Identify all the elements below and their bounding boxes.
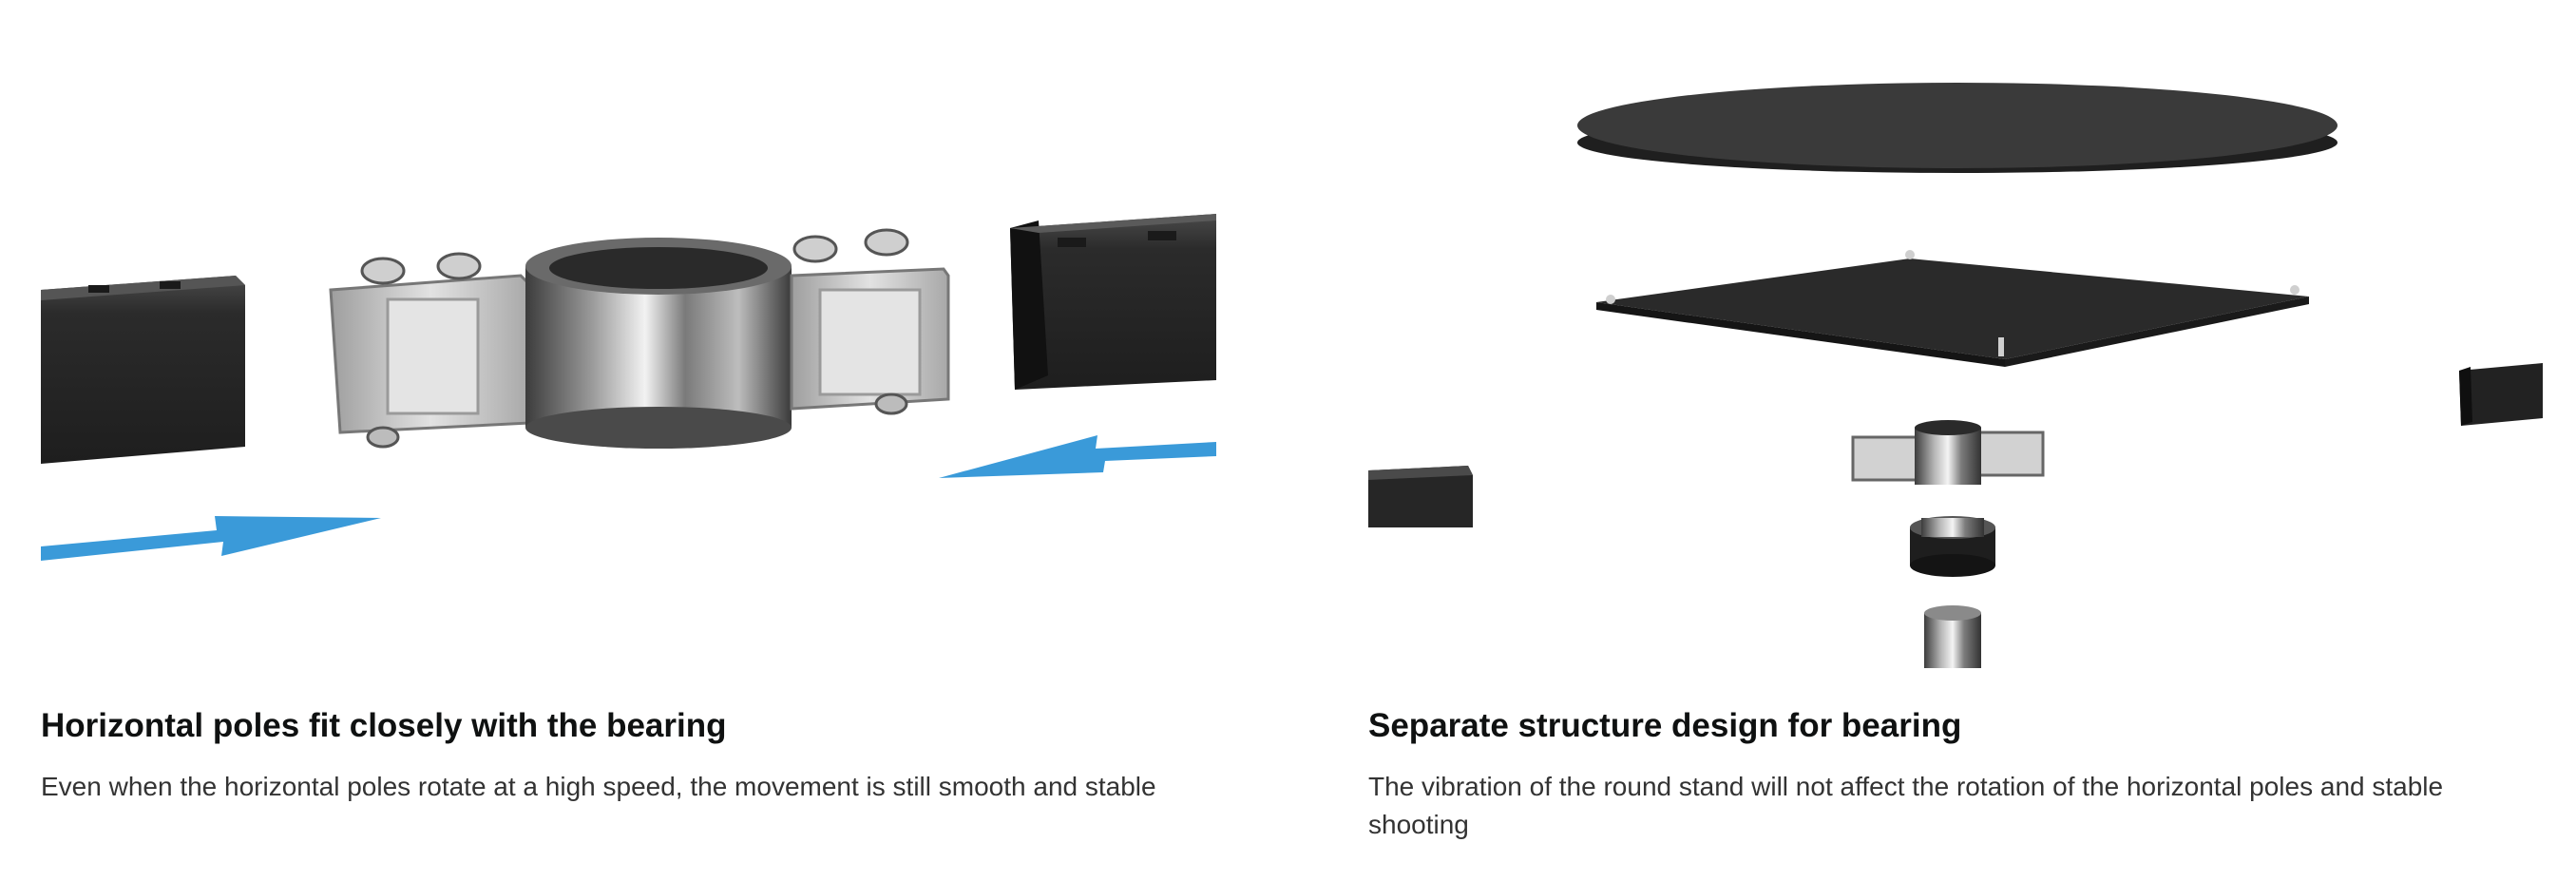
square-mounting-plate — [1596, 250, 2309, 367]
right-pole-stub — [2459, 363, 2543, 426]
bearing-ring — [525, 238, 792, 449]
feature-panel-poles: Horizontal poles fit closely with the be… — [41, 0, 1216, 801]
bearing-connector — [1851, 420, 2045, 485]
arrow-right-icon — [41, 516, 381, 561]
exploded-assembly-image — [1368, 0, 2543, 668]
bearing-connector-image — [41, 0, 1216, 668]
left-horizontal-pole — [41, 276, 245, 464]
feature-heading: Horizontal poles fit closely with the be… — [41, 707, 727, 744]
round-top-plate — [1577, 83, 2337, 173]
center-shaft — [1924, 605, 1981, 668]
bearing-connector-illustration — [41, 214, 1216, 561]
feature-description: Even when the horizontal poles rotate at… — [41, 772, 1156, 801]
feature-panel-structure: Separate structure design for bearing Th… — [1368, 0, 2543, 839]
left-pole-stub — [1368, 466, 1473, 527]
feature-heading: Separate structure design for bearing — [1368, 707, 1962, 744]
connector-right-block — [790, 228, 950, 415]
connector-left-block — [329, 252, 532, 449]
bearing-bushing — [1910, 516, 1995, 577]
feature-description: The vibration of the round stand will no… — [1368, 772, 2444, 839]
arrow-left-icon — [939, 435, 1216, 478]
right-horizontal-pole — [1010, 214, 1216, 390]
exploded-assembly-illustration — [1368, 83, 2543, 668]
